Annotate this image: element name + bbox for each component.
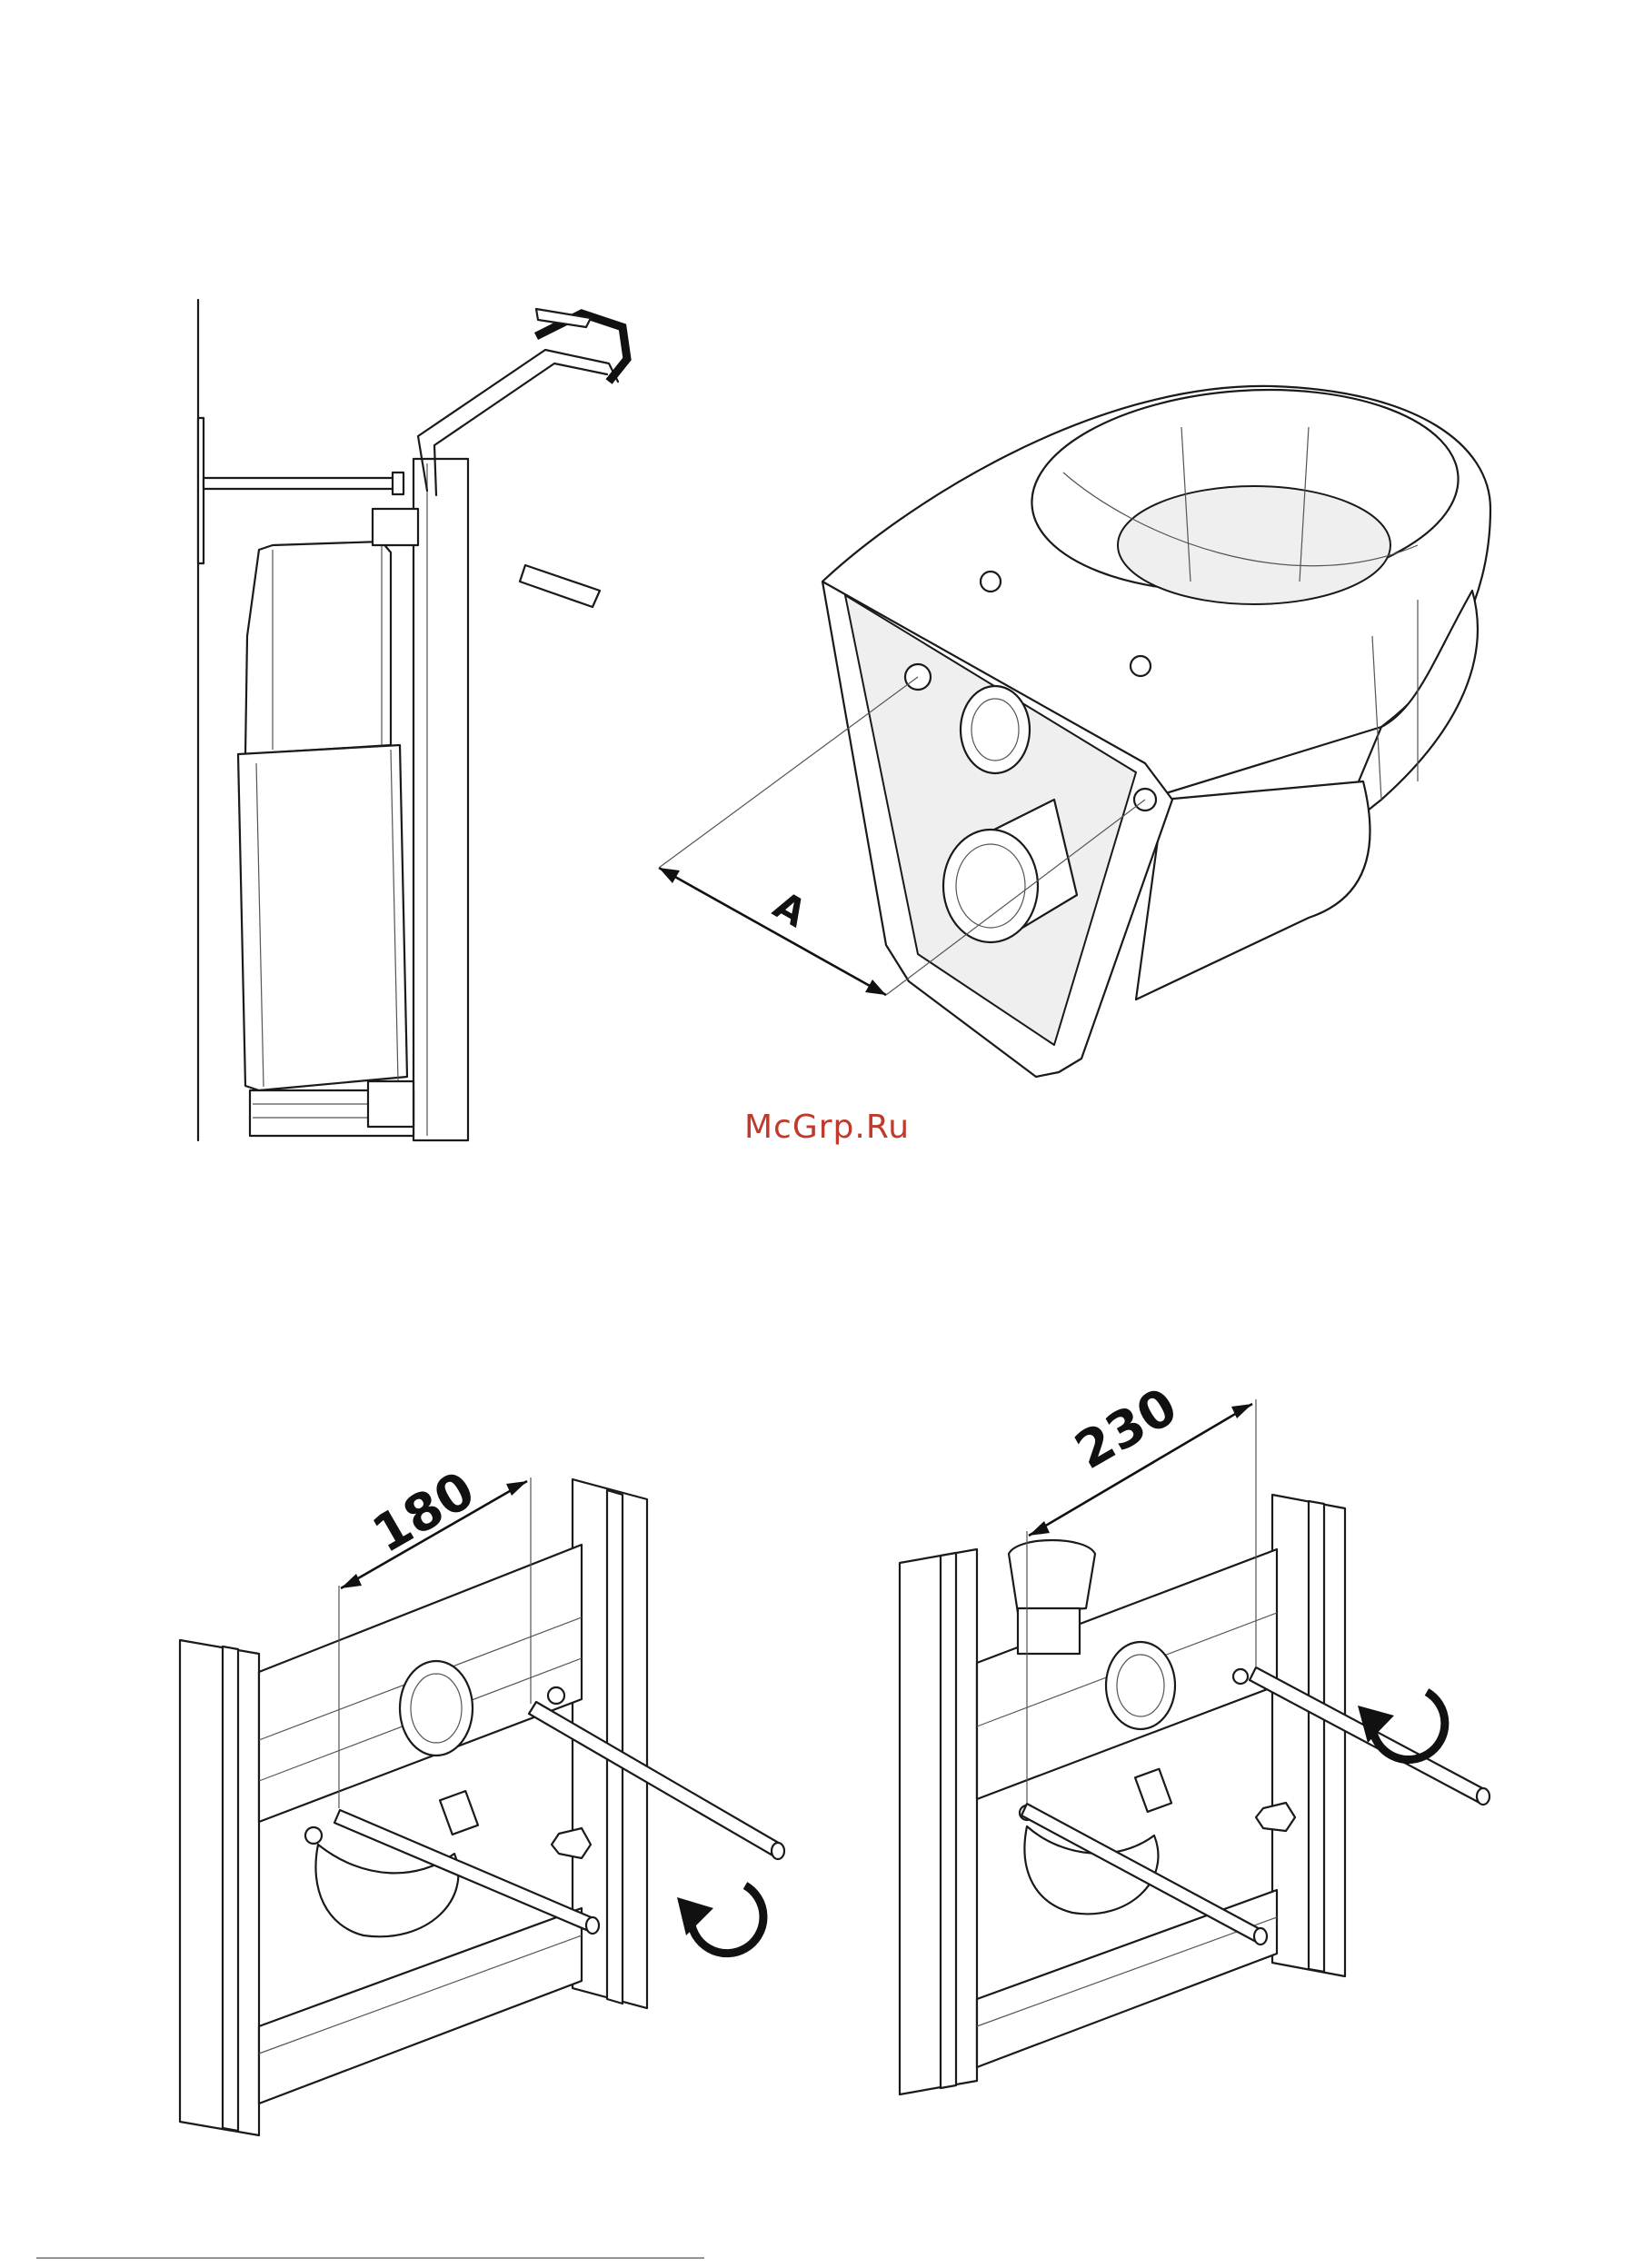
frame-rods-180-view: [180, 1477, 784, 2135]
dimension-180-label: 180: [364, 1460, 485, 1565]
dimension-230-label: 230: [1066, 1377, 1188, 1481]
toilet-bowl-view: [659, 376, 1490, 1077]
dimension-a-label: A: [766, 882, 814, 936]
frame-side-view: [198, 300, 627, 1140]
frame-rods-230-view: [900, 1399, 1490, 2094]
rotate-clockwise-arrow-icon: [677, 1885, 763, 1954]
watermark-text: McGrp.Ru: [727, 1109, 927, 1146]
